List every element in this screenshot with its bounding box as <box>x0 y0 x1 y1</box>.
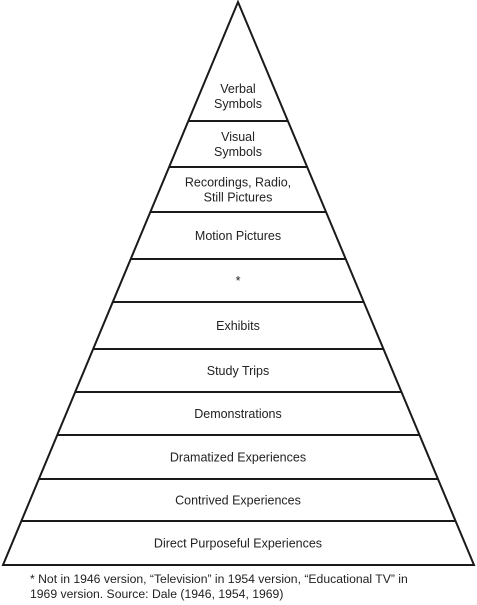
tier-2-label-line-2: Symbols <box>214 145 262 159</box>
tier-11: Direct Purposeful Experiences <box>154 537 322 551</box>
footnote-line-2: 1969 version. Source: Dale (1946, 1954, … <box>30 587 284 601</box>
tier-3: Recordings, Radio,Still Pictures <box>185 176 291 205</box>
tier-4: Motion Pictures <box>195 229 281 243</box>
tier-8-label-line-1: Demonstrations <box>194 407 282 421</box>
tier-11-label-line-1: Direct Purposeful Experiences <box>154 537 322 551</box>
tier-9: Dramatized Experiences <box>170 451 306 465</box>
tier-3-label-line-1: Recordings, Radio, <box>185 176 291 190</box>
tier-1-label-line-1: Verbal <box>220 82 255 96</box>
footnote-line-1: * Not in 1946 version, “Television” in 1… <box>30 572 408 586</box>
cone-outline <box>1 0 476 566</box>
tier-6-label-line-1: Exhibits <box>216 319 260 333</box>
tier-1-label-line-2: Symbols <box>214 97 262 111</box>
tier-5: * <box>236 274 241 288</box>
tier-9-label-line-1: Dramatized Experiences <box>170 451 306 465</box>
tier-3-label-line-2: Still Pictures <box>204 191 273 205</box>
tier-7-label-line-1: Study Trips <box>207 364 270 378</box>
tier-8: Demonstrations <box>194 407 282 421</box>
footnote: * Not in 1946 version, “Television” in 1… <box>30 572 470 602</box>
tier-2-label-line-1: Visual <box>221 130 255 144</box>
tier-6: Exhibits <box>216 319 260 333</box>
tier-5-label-line-1: * <box>236 274 241 288</box>
tier-10: Contrived Experiences <box>175 494 301 508</box>
tier-4-label-line-1: Motion Pictures <box>195 229 281 243</box>
tier-10-label-line-1: Contrived Experiences <box>175 494 301 508</box>
tier-7: Study Trips <box>207 364 270 378</box>
